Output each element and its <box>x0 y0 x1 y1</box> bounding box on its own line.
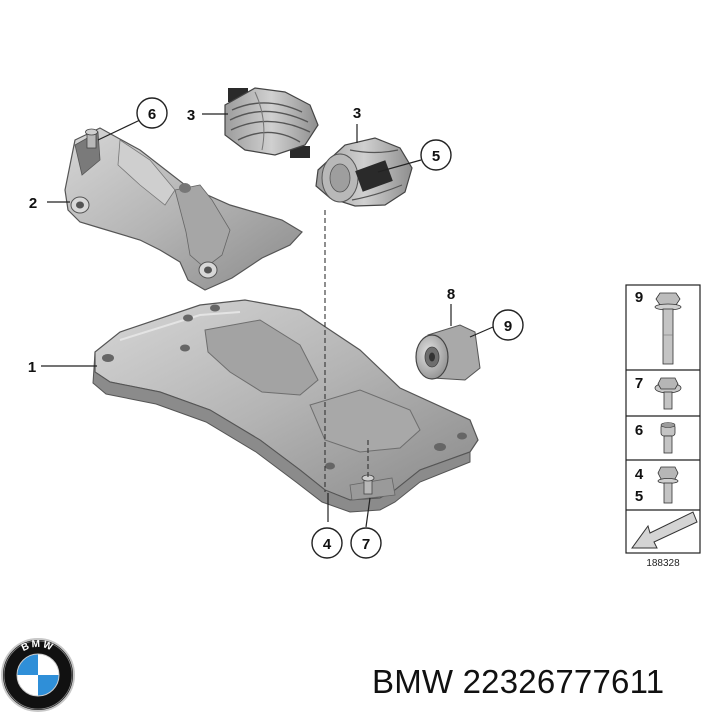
callout-2: 2 <box>29 195 37 212</box>
callout-circle-9 <box>492 309 524 341</box>
fastener-legend: 9 7 6 4 5 <box>625 284 701 569</box>
legend-row-5: 5 <box>635 488 643 505</box>
direction-arrow-icon <box>631 511 698 549</box>
long-flange-bolt-icon <box>654 292 682 365</box>
callout-5: 5 <box>432 148 440 165</box>
callout-8: 8 <box>447 286 455 303</box>
transmission-mount-part <box>315 137 413 207</box>
hex-bolt-icon <box>657 466 679 504</box>
assembly-axes <box>324 210 369 492</box>
callout-3a: 3 <box>187 107 195 124</box>
callout-labels: 6 3 3 5 2 8 9 1 4 7 <box>28 97 524 559</box>
callout-3b: 3 <box>353 105 361 122</box>
callout-circle-5 <box>420 139 452 171</box>
callout-circle-4 <box>311 527 343 559</box>
legend-row-4: 4 <box>635 466 644 483</box>
callout-circle-7 <box>350 527 382 559</box>
legend-row-6: 6 <box>635 422 643 439</box>
leader-lines <box>41 113 494 528</box>
legend-row-9: 9 <box>635 289 643 306</box>
callout-7: 7 <box>362 536 370 553</box>
bushing-part <box>415 324 481 381</box>
legend-reference-number: 188328 <box>646 558 680 569</box>
bmw-logo-text: BMW <box>20 639 56 654</box>
crossmember-part <box>92 299 479 513</box>
callout-4: 4 <box>323 536 332 553</box>
legend-row-7: 7 <box>635 375 643 392</box>
engine-mount-part <box>224 87 319 158</box>
callout-6: 6 <box>148 106 156 123</box>
callout-1: 1 <box>28 359 36 376</box>
part-number-caption: BMW 22326777611 <box>372 663 665 700</box>
bmw-logo-icon: BMW <box>1 638 75 712</box>
callout-circle-6 <box>136 97 168 129</box>
washer-bolt-icon <box>654 377 682 410</box>
bolt-part-7 <box>361 474 375 495</box>
socket-bolt-icon <box>660 422 676 454</box>
bolt-part-6 <box>85 128 98 149</box>
callout-9: 9 <box>504 318 512 335</box>
